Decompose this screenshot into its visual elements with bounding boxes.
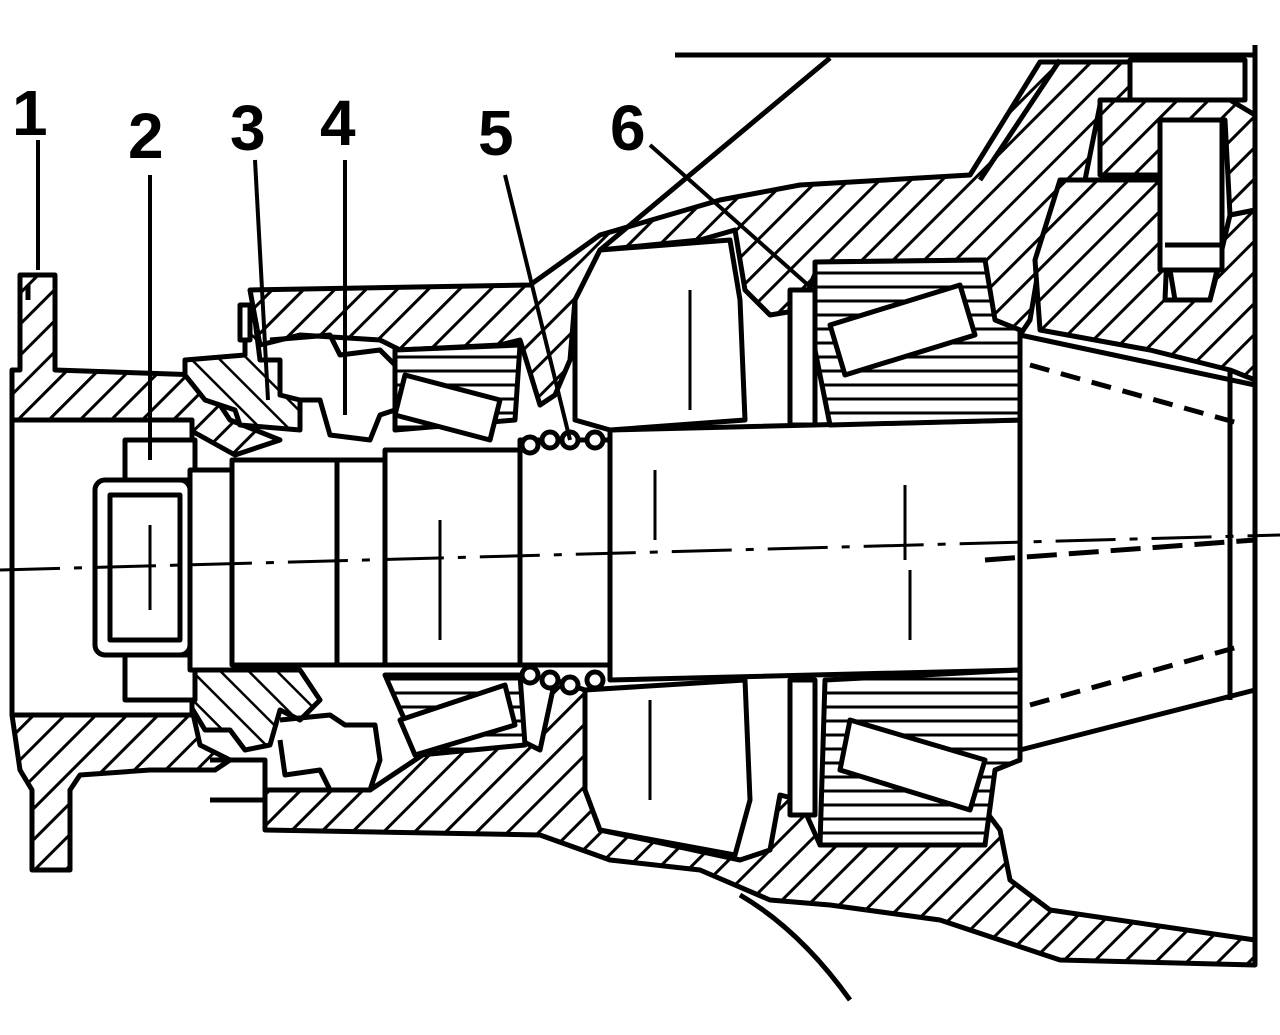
shim-lower	[787, 677, 818, 818]
shaft-section-1	[187, 467, 238, 673]
centerline	[0, 533, 1280, 572]
leader-5	[503, 174, 572, 441]
ring-gear-teeth	[1017, 332, 1258, 753]
callout-6: 6	[610, 92, 646, 164]
bolt-head	[1127, 57, 1248, 103]
rear-bearing-roller-upper	[827, 282, 978, 378]
shim-upper	[787, 287, 818, 428]
front-bearing-roller-upper	[392, 372, 503, 443]
leader-6	[648, 143, 810, 287]
rear-bearing-roller-lower	[837, 717, 988, 813]
callout-3: 3	[230, 92, 266, 164]
front-bearing-roller-lower	[397, 682, 518, 758]
companion-flange-lower	[9, 697, 233, 873]
callout-4: 4	[320, 87, 356, 159]
callout-1: 1	[12, 77, 48, 149]
upper-right-plate	[1097, 97, 1258, 218]
spacer-sleeve	[334, 457, 390, 668]
callout-2: 2	[128, 100, 164, 172]
leader-3	[253, 159, 270, 401]
callout-5: 5	[478, 97, 514, 169]
pinion-head	[607, 417, 1023, 683]
oil-seal-lower	[187, 667, 323, 753]
washer	[122, 437, 198, 483]
